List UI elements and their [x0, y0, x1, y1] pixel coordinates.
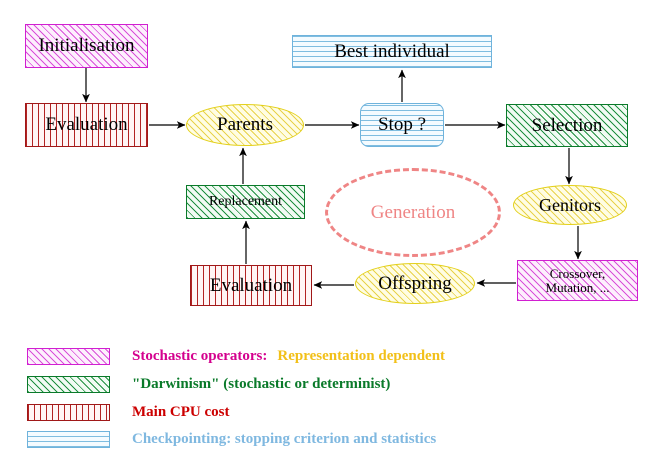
node-evaluation-bottom[interactable]: Evaluation: [190, 265, 312, 306]
node-parents-label: Parents: [217, 114, 273, 136]
node-offspring-label: Offspring: [378, 272, 452, 294]
legend-swatch-blue-hatch: [27, 431, 110, 448]
node-genitors-label: Genitors: [539, 194, 601, 215]
node-crossover-mutation-label: Crossover, Mutation, ...: [545, 265, 610, 295]
generation-label: Generation: [370, 201, 456, 223]
legend-label-darwinism: "Darwinism" (stochastic or determinist): [132, 376, 391, 392]
legend-swatch-magenta-hatch: [27, 348, 110, 365]
node-stop-label: Stop ?: [377, 114, 427, 136]
node-parents[interactable]: Parents: [186, 104, 304, 146]
legend-label-checkpointing: Checkpointing: stopping criterion and st…: [132, 431, 437, 447]
node-evaluation-bottom-label: Evaluation: [209, 274, 293, 296]
legend-label-stochastic-operators: Stochastic operators:: [132, 348, 268, 364]
legend-label-representation-dependent: Representation dependent: [277, 348, 446, 364]
node-genitors[interactable]: Genitors: [513, 185, 627, 225]
node-selection-label: Selection: [531, 114, 603, 136]
node-selection[interactable]: Selection: [506, 104, 628, 147]
node-offspring[interactable]: Offspring: [355, 263, 475, 304]
node-replacement-label: Replacement: [208, 193, 283, 209]
legend: Stochastic operators: Representation dep…: [0, 330, 662, 471]
legend-item-darwinism: "Darwinism" (stochastic or determinist): [27, 376, 390, 393]
node-initialisation-label: Initialisation: [38, 35, 135, 57]
legend-item-main-cpu-cost: Main CPU cost: [27, 404, 230, 421]
node-best-individual[interactable]: Best individual: [292, 35, 492, 68]
node-evaluation-top[interactable]: Evaluation: [25, 103, 148, 147]
node-replacement[interactable]: Replacement: [186, 185, 305, 219]
generation-cycle-ellipse: Generation: [325, 168, 501, 257]
legend-item-checkpointing: Checkpointing: stopping criterion and st…: [27, 431, 436, 448]
node-crossover-mutation[interactable]: Crossover, Mutation, ...: [517, 260, 638, 301]
node-initialisation[interactable]: Initialisation: [25, 24, 148, 68]
node-stop[interactable]: Stop ?: [360, 103, 444, 147]
node-evaluation-top-label: Evaluation: [45, 114, 128, 136]
legend-swatch-green-hatch: [27, 376, 110, 393]
node-best-individual-label: Best individual: [334, 40, 450, 62]
legend-item-stochastic-operators: Stochastic operators: Representation dep…: [27, 348, 445, 365]
legend-swatch-red-hatch: [27, 404, 110, 421]
legend-label-main-cpu-cost: Main CPU cost: [132, 404, 230, 420]
